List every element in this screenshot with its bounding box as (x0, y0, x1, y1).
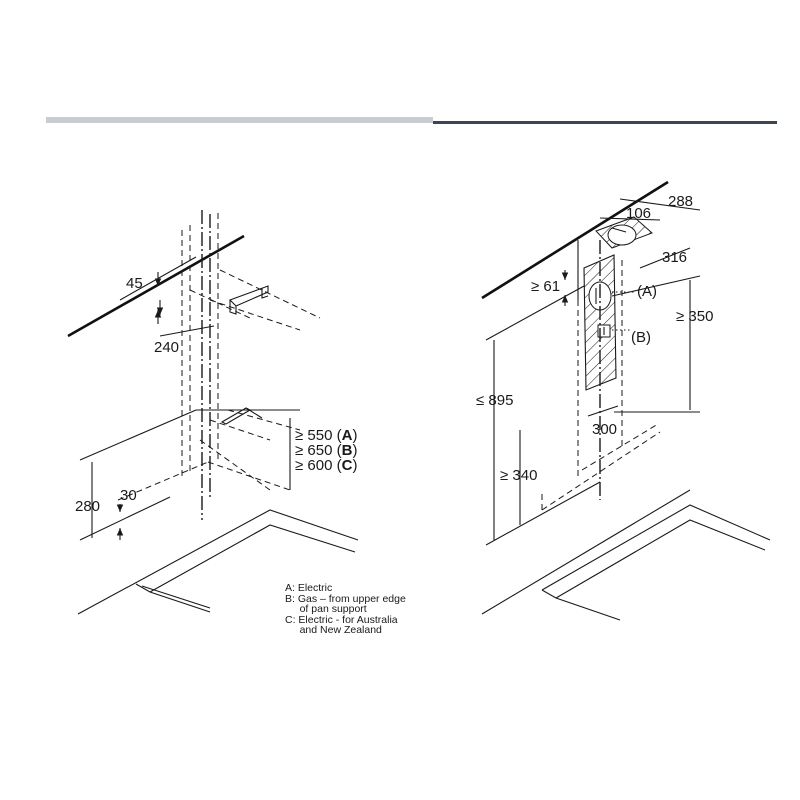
ceiling-edge (67, 234, 245, 338)
hob (77, 509, 359, 615)
legend-line-3: of pan support (285, 603, 367, 615)
hood-outline-bottom2 (207, 461, 291, 491)
dim-895: ≤ 895 (476, 392, 513, 409)
hob-right (481, 489, 771, 621)
dim-61: ≥ 61 (531, 278, 560, 295)
clearance-b: ≥ 650 (B) (295, 442, 357, 459)
ceiling-edge-right (481, 180, 669, 300)
label-b: (B) (631, 329, 651, 346)
dim-30: 30 (120, 487, 137, 504)
top-bracket (189, 269, 321, 331)
dim-350: ≥ 350 (676, 308, 713, 325)
header-bar-dark (433, 121, 777, 124)
legend-line-2: B: Gas – from upper edge (285, 593, 406, 605)
clearance-a: ≥ 550 (A) (295, 427, 357, 444)
dim-280: 280 (75, 498, 100, 515)
legend-line-5: and New Zealand (285, 624, 382, 636)
header-bar (46, 117, 777, 124)
label-a: (A) (637, 283, 657, 300)
dim-300: 300 (592, 421, 617, 438)
dim-240-line (159, 325, 215, 337)
lower-bracket (199, 407, 301, 491)
legend: A: Electric B: Gas – from upper edge of … (285, 582, 406, 636)
legend-line-1: A: Electric (285, 582, 332, 594)
left-diagram: 45 240 (67, 210, 359, 615)
dim-106: 106 (626, 205, 651, 222)
dim-316: 316 (662, 249, 687, 266)
hood-outline-bottom (117, 461, 209, 501)
dim-288: 288 (668, 193, 693, 210)
dim-45: 45 (126, 275, 143, 292)
right-diagram: 288 106 316 (A) (B) ≤ 895 ≥ 61 ≥ 35 (476, 180, 771, 621)
clearance-c: ≥ 600 (C) (295, 457, 357, 474)
header-bar-light (46, 117, 433, 123)
legend-line-4: C: Electric - for Australia (285, 614, 398, 626)
dim-340: ≥ 340 (500, 467, 537, 484)
dim-240: 240 (154, 339, 179, 356)
duct-top (595, 216, 653, 249)
